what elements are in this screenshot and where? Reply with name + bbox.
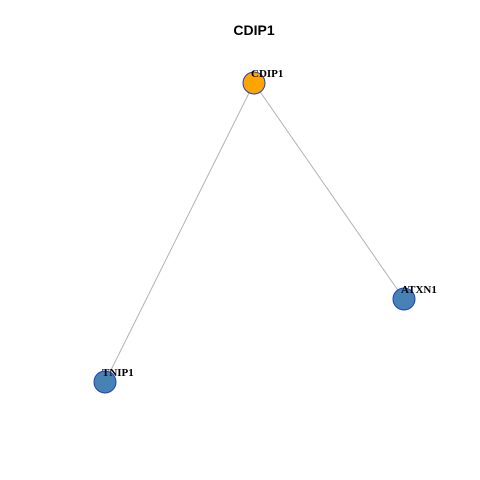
node-label-cdip1: CDIP1: [251, 68, 283, 80]
edges-layer: [104, 82, 405, 383]
graph-title: CDIP1: [233, 22, 274, 38]
edge-cdip1-tnip1: [104, 82, 255, 383]
node-tnip1: [93, 370, 117, 394]
node-atxn1: [392, 287, 416, 311]
edge-cdip1-atxn1: [253, 82, 405, 300]
node-label-atxn1: ATXN1: [401, 284, 437, 296]
nodes-layer: [93, 71, 416, 394]
node-label-tnip1: TNIP1: [102, 367, 134, 379]
node-cdip1: [242, 71, 266, 95]
